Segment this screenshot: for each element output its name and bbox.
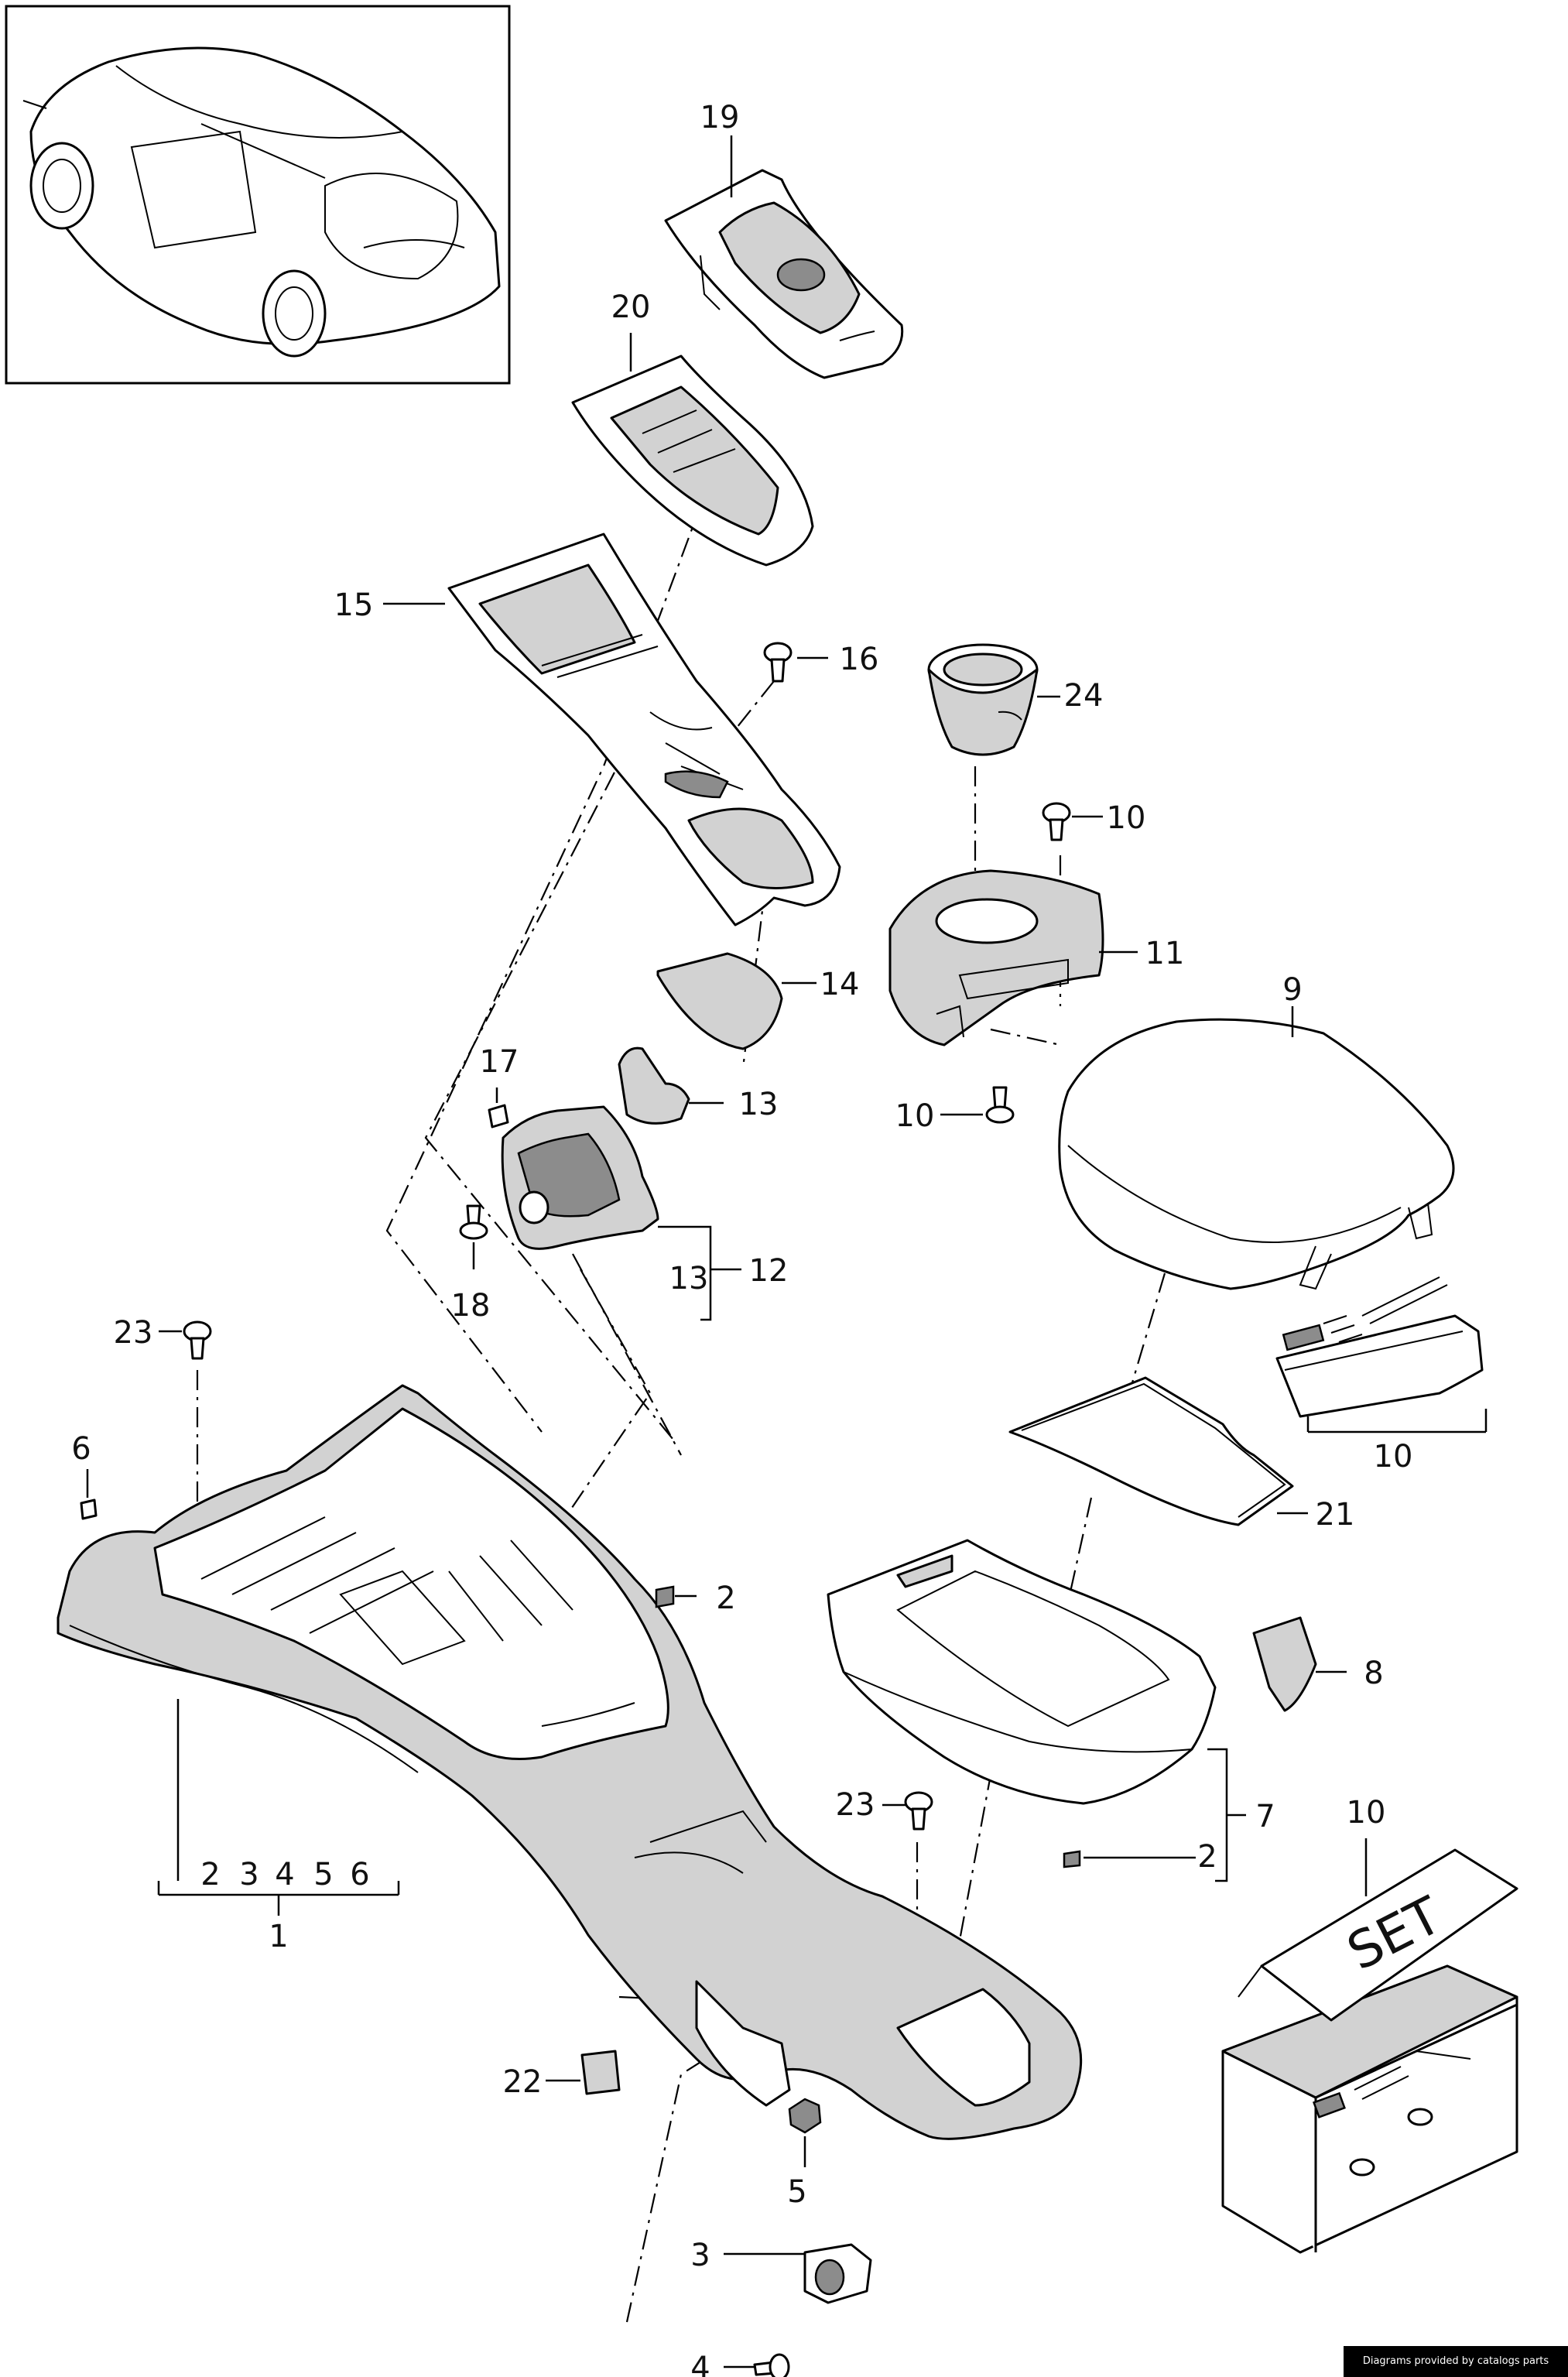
part-10-screw-upper bbox=[1042, 802, 1071, 841]
part-10-set-box bbox=[1221, 1848, 1518, 2254]
sub-callout-6: 6 bbox=[350, 1857, 369, 1892]
callout-9: 9 bbox=[1282, 972, 1302, 1008]
part-16-screw bbox=[763, 642, 793, 683]
callout-11: 11 bbox=[1145, 936, 1185, 971]
sub-callout-2: 2 bbox=[200, 1857, 220, 1892]
part-7-compartment bbox=[827, 1539, 1217, 1805]
callout-13-lower: 13 bbox=[669, 1261, 709, 1296]
part-6-clip bbox=[80, 1498, 98, 1520]
part-23-screw-right bbox=[904, 1791, 933, 1831]
part-4-screw bbox=[753, 2353, 790, 2377]
callout-6: 6 bbox=[71, 1431, 91, 1467]
part-21-mat bbox=[1008, 1376, 1294, 1526]
callout-8: 8 bbox=[1364, 1656, 1383, 1691]
callout-16: 16 bbox=[840, 642, 879, 677]
part-12-tray bbox=[501, 1105, 659, 1250]
callout-1: 1 bbox=[269, 1919, 288, 1954]
callout-20: 20 bbox=[611, 289, 651, 325]
vehicle-inset bbox=[5, 5, 511, 385]
part-10-hinge bbox=[1275, 1276, 1484, 1418]
part-15-console-trim bbox=[447, 533, 841, 926]
part-1-console-base bbox=[56, 1384, 1083, 2140]
part-18-screw bbox=[459, 1204, 488, 1240]
part-13-bracket bbox=[618, 1046, 690, 1125]
part-9-armrest bbox=[1058, 1018, 1455, 1290]
car-illustration bbox=[22, 46, 501, 358]
part-24-cupholder bbox=[927, 643, 1039, 756]
part-2-clip-right bbox=[1063, 1850, 1081, 1868]
part-2-clip-left bbox=[655, 1585, 675, 1608]
callout-14: 14 bbox=[820, 967, 860, 1002]
part-14-mat bbox=[656, 952, 783, 1050]
callout-17: 17 bbox=[480, 1044, 519, 1080]
callout-2-right: 2 bbox=[1197, 1839, 1217, 1875]
part-10-screw-lower bbox=[985, 1086, 1015, 1124]
part-11-cupholder-housing bbox=[888, 869, 1104, 1046]
callout-12: 12 bbox=[749, 1253, 789, 1289]
callout-24: 24 bbox=[1064, 678, 1104, 714]
callout-7: 7 bbox=[1255, 1799, 1275, 1834]
callout-2-left: 2 bbox=[716, 1581, 735, 1616]
callout-10-upper: 10 bbox=[1107, 800, 1146, 836]
callout-21: 21 bbox=[1316, 1497, 1355, 1533]
part-23-screw-left bbox=[183, 1320, 212, 1360]
part-5-nut bbox=[788, 2098, 822, 2134]
part-19-shift-trim bbox=[664, 169, 904, 379]
callout-5: 5 bbox=[787, 2174, 806, 2210]
callout-10-set: 10 bbox=[1347, 1795, 1386, 1831]
callout-15: 15 bbox=[334, 587, 374, 623]
callout-3: 3 bbox=[690, 2238, 710, 2273]
part-20-bezel bbox=[571, 354, 814, 567]
sub-callout-3: 3 bbox=[239, 1857, 258, 1892]
callout-19: 19 bbox=[700, 100, 740, 135]
part-8-latch bbox=[1252, 1616, 1317, 1712]
callout-22: 22 bbox=[503, 2064, 543, 2100]
part-17-clip bbox=[488, 1104, 509, 1129]
callout-10-hinge: 10 bbox=[1374, 1439, 1413, 1474]
callout-23-right: 23 bbox=[836, 1787, 875, 1823]
sub-callout-5: 5 bbox=[313, 1857, 333, 1892]
callout-labels: 19 20 15 16 24 10 11 9 14 17 13 10 13 12… bbox=[71, 100, 1451, 2377]
callout-23-left: 23 bbox=[114, 1315, 153, 1351]
sub-callout-4: 4 bbox=[275, 1857, 294, 1892]
callout-10-lower: 10 bbox=[895, 1098, 935, 1134]
callout-13-upper: 13 bbox=[739, 1087, 779, 1122]
credit-badge: Diagrams provided by catalogs parts bbox=[1344, 2346, 1568, 2377]
leader-lines bbox=[86, 135, 1488, 2368]
callout-18: 18 bbox=[451, 1288, 491, 1324]
part-22-cap bbox=[580, 2050, 621, 2095]
callout-4: 4 bbox=[690, 2351, 710, 2377]
part-3-lock bbox=[803, 2243, 872, 2304]
